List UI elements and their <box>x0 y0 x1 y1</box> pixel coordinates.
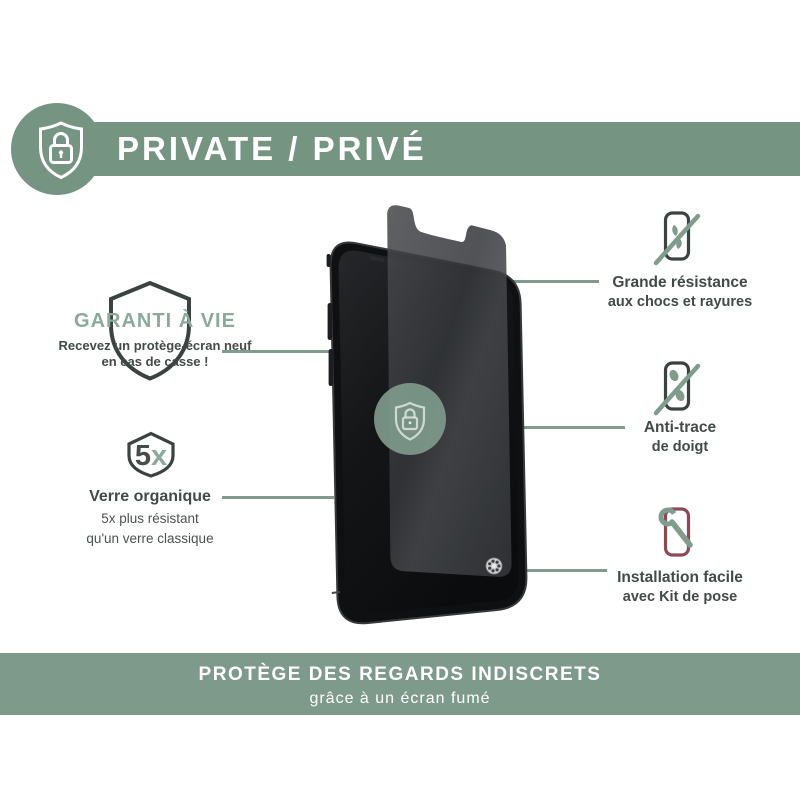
protector-reflection <box>387 205 512 577</box>
cracked-phone-crossed-icon <box>653 211 701 266</box>
feature-installation: Installation facile avec Kit de pose <box>590 568 770 607</box>
brand-gear-logo <box>485 557 503 575</box>
fingerprint-phone-crossed-icon <box>653 361 701 416</box>
feature-line: Anti-trace <box>643 419 717 436</box>
mute-switch <box>326 254 331 267</box>
feature-line: de doigt <box>651 439 709 455</box>
badge-suffix: x <box>151 440 168 472</box>
feature-line: Grande résistance <box>612 274 748 291</box>
feature-line: avec Kit de pose <box>622 589 738 605</box>
feature-line: aux chocs et rayures <box>607 294 753 310</box>
connector-line-resistance <box>505 280 599 283</box>
footer-title: PROTÈGE DES REGARDS INDISCRETS <box>198 664 602 685</box>
connector-line-antitrace <box>508 426 625 429</box>
badge-number: 5 <box>134 440 151 472</box>
durability-shield-icon <box>127 431 175 478</box>
banner-icon-circle <box>11 103 103 195</box>
volume-up-button <box>327 303 333 340</box>
durability-line: 5x plus résistant <box>101 511 199 526</box>
durability-badge: 5x <box>122 440 180 473</box>
privacy-lock-badge <box>374 383 446 455</box>
earpiece-speaker <box>369 255 385 263</box>
warranty-line: en cas de casse ! <box>101 353 209 369</box>
wrench-phone-icon <box>658 507 693 557</box>
footer-subtitle: grâce à un écran fumé <box>309 690 491 707</box>
feature-resistance: Grande résistance aux chocs et rayures <box>590 273 770 312</box>
volume-down-button <box>328 349 334 386</box>
durability-line: qu'un verre classique <box>86 531 214 546</box>
warranty-shield-icon <box>109 280 191 381</box>
durability-block: Verre organique 5x plus résistant qu'un … <box>55 488 245 549</box>
feature-line: Installation facile <box>617 569 743 586</box>
warranty-line: Recevez un protège-écran neuf <box>58 338 252 353</box>
connector-line-installation <box>502 569 607 572</box>
antenna-line <box>331 591 340 594</box>
warranty-block: GARANTI À VIE Recevez un protège-écran n… <box>40 310 270 369</box>
shield-lock-icon <box>394 401 426 441</box>
badge-circle <box>374 383 446 455</box>
brand-banner <box>57 122 800 176</box>
durability-title: Verre organique <box>89 488 211 505</box>
footer-band: PROTÈGE DES REGARDS INDISCRETS grâce à u… <box>0 653 800 715</box>
shield-lock-icon <box>39 121 83 180</box>
screen-protector <box>387 205 512 577</box>
connector-line-durability <box>222 496 334 499</box>
warranty-title: GARANTI À VIE <box>74 310 236 332</box>
connector-line-warranty <box>222 350 334 353</box>
banner-label: PRIVATE / PRIVÉ <box>117 130 427 167</box>
feature-antitrace: Anti-trace de doigt <box>590 418 770 457</box>
